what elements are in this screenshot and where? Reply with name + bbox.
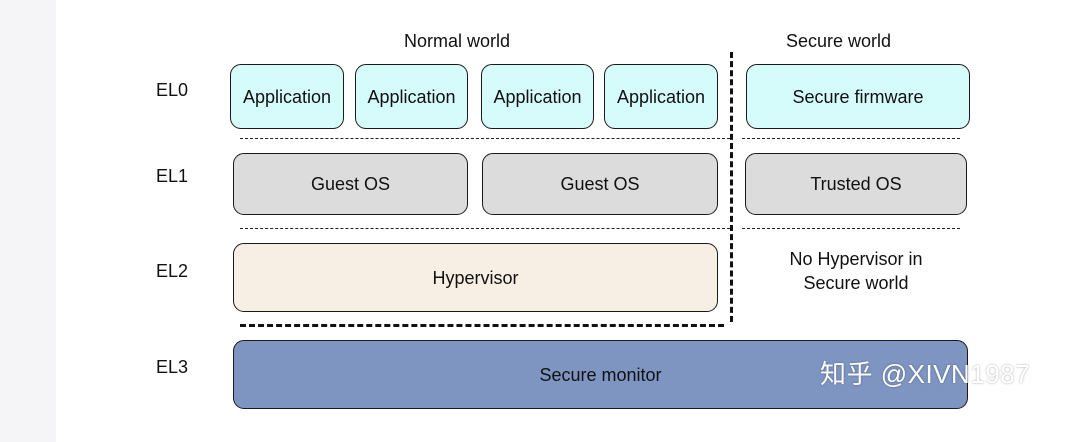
secure-world-header: Secure world (786, 31, 892, 51)
application-box: Application (481, 64, 594, 129)
normal-world-header: Normal world (404, 31, 511, 51)
level-label-el3: EL3 (156, 357, 189, 377)
guest-os-label: Guest OS (560, 174, 640, 194)
level-separator-line (240, 138, 730, 139)
application-label: Application (367, 86, 456, 107)
level-label-el1: EL1 (156, 166, 189, 186)
guest-os-box: Guest OS (482, 153, 718, 215)
no-hypervisor-note: No Hypervisor in Secure world (766, 247, 946, 295)
no-hypervisor-note-line: No Hypervisor in (789, 249, 923, 269)
level-separator-line (240, 228, 730, 229)
level-separator-line (742, 138, 960, 139)
guest-os-box: Guest OS (233, 153, 468, 215)
world-divider-line (730, 52, 733, 322)
trusted-os-box: Trusted OS (745, 153, 967, 215)
application-label: Application (616, 86, 706, 107)
no-hypervisor-note-line: Secure world (803, 273, 909, 293)
application-box: Application (230, 64, 344, 129)
secure-firmware-label: Secure firmware (792, 86, 924, 107)
hypervisor-label: Hypervisor (432, 267, 519, 288)
application-box: Application (604, 64, 718, 129)
application-label: Application (493, 86, 582, 107)
level-separator-line (742, 228, 960, 229)
hypervisor-box: Hypervisor (233, 243, 718, 312)
guest-os-label: Guest OS (310, 174, 391, 194)
watermark-text: 知乎 @XIVN1987 (820, 359, 1031, 389)
application-label: Application (242, 86, 332, 107)
trusted-os-label: Trusted OS (810, 174, 902, 194)
secure-monitor-label: Secure monitor (539, 364, 662, 385)
level-label-el2: EL2 (156, 261, 189, 281)
application-box: Application (355, 64, 468, 129)
secure-monitor-box: Secure monitor (233, 340, 968, 409)
level-label-el0: EL0 (156, 80, 189, 100)
normal-world-boundary-line (240, 324, 724, 327)
secure-firmware-box: Secure firmware (746, 64, 970, 129)
left-margin-strip (0, 0, 56, 442)
